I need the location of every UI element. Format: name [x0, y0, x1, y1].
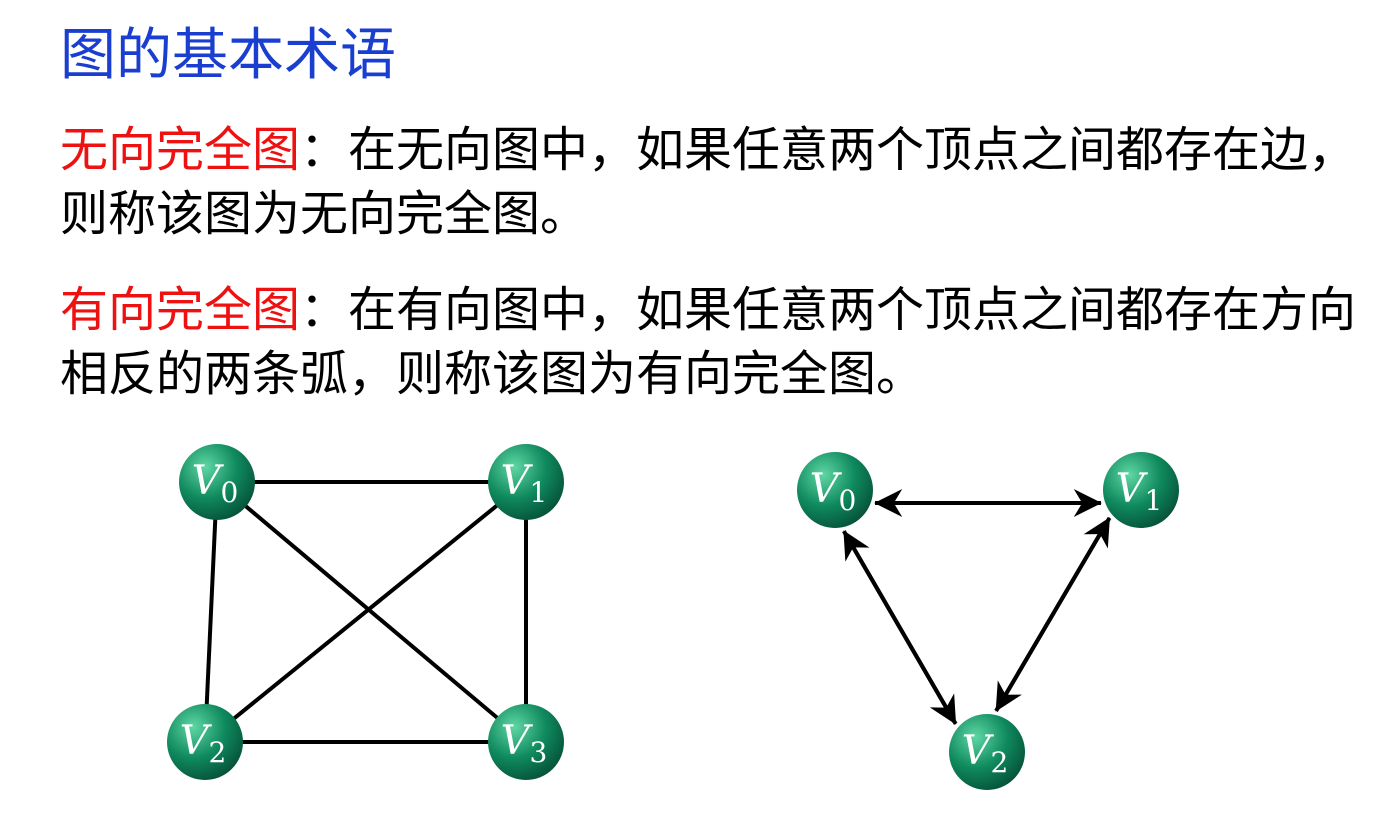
- node-symbol: V: [1116, 466, 1149, 512]
- edge-v0-v3: [215, 480, 528, 744]
- undirected-node-v1: V1: [488, 444, 564, 520]
- node-subscript: 0: [221, 476, 239, 509]
- undirected-node-v2: V2: [167, 704, 243, 780]
- node-symbol: V: [501, 458, 534, 504]
- node-subscript: 1: [1145, 484, 1163, 517]
- node-subscript: 3: [530, 736, 548, 769]
- directed-arcs: [842, 489, 1112, 725]
- node-subscript: 2: [991, 746, 1009, 779]
- node-circle: [179, 444, 255, 520]
- directed-node-v2: V2: [949, 714, 1025, 790]
- node-symbol: V: [962, 728, 995, 774]
- undirected-node-v0: V0: [179, 444, 255, 520]
- undirected-node-v3: V3: [488, 704, 564, 780]
- undirected-edges: [203, 480, 528, 744]
- directed-node-v0: V0: [797, 452, 873, 528]
- edge-v1-v2: [203, 480, 528, 744]
- directed-node-v1: V1: [1103, 452, 1179, 528]
- definition-text-undirected: ：在无向图中，如果任意两个顶点之间都存在边，则称该图为无向完全图。: [60, 122, 1357, 242]
- node-subscript: 2: [209, 736, 227, 769]
- node-label: V3: [501, 718, 548, 769]
- node-label: V1: [501, 458, 548, 509]
- edge-v0-v2: [203, 481, 219, 743]
- node-symbol: V: [192, 458, 225, 504]
- node-circle: [488, 444, 564, 520]
- node-symbol: V: [810, 466, 843, 512]
- node-circle: [488, 704, 564, 780]
- node-label: V0: [192, 458, 239, 509]
- slide-title: 图的基本术语: [60, 23, 396, 88]
- arc-v2-to-v1: [994, 517, 1111, 712]
- definition-undirected-complete: 无向完全图：在无向图中，如果任意两个顶点之间都存在边，则称该图为无向完全图。: [60, 118, 1360, 246]
- node-subscript: 1: [530, 476, 548, 509]
- node-circle: [167, 704, 243, 780]
- node-label: V2: [962, 728, 1009, 779]
- node-label: V2: [180, 718, 227, 769]
- node-subscript: 0: [839, 484, 857, 517]
- term-undirected-complete-graph: 无向完全图: [60, 122, 301, 178]
- node-circle: [1103, 452, 1179, 528]
- term-directed-complete-graph: 有向完全图: [60, 282, 301, 338]
- node-circle: [949, 714, 1025, 790]
- definition-directed-complete: 有向完全图：在有向图中，如果任意两个顶点之间都存在方向相反的两条弧，则称该图为有…: [60, 278, 1360, 406]
- arc-v2-to-v0: [843, 530, 958, 725]
- node-label: V0: [810, 466, 857, 517]
- definition-text-directed: ：在有向图中，如果任意两个顶点之间都存在方向相反的两条弧，则称该图为有向完全图。: [60, 282, 1357, 402]
- node-label: V1: [1116, 466, 1163, 517]
- node-symbol: V: [180, 718, 213, 764]
- node-circle: [797, 452, 873, 528]
- node-symbol: V: [501, 718, 534, 764]
